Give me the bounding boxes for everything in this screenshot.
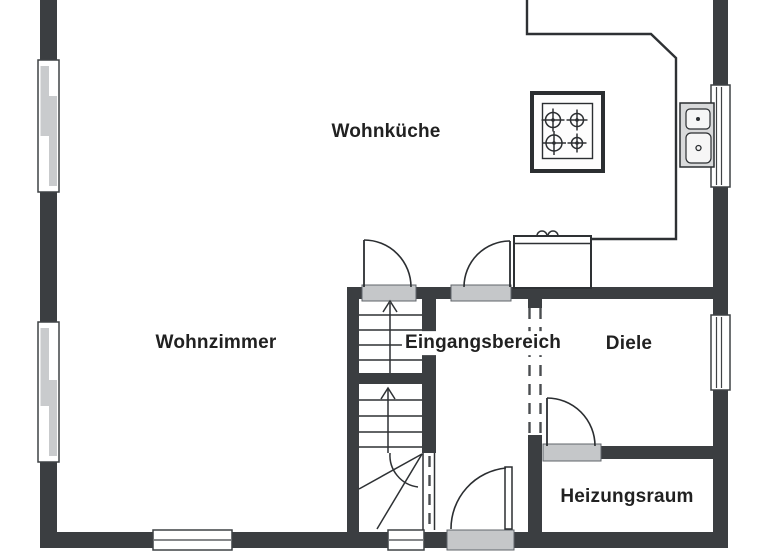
wall-right bbox=[713, 0, 728, 548]
bottom-stair-window bbox=[387, 529, 425, 551]
entrance-diele-passage bbox=[528, 308, 542, 435]
exterior-walls bbox=[40, 0, 728, 548]
wall-stair-left bbox=[347, 299, 359, 532]
kitchen-counter bbox=[513, 0, 678, 289]
wall-bottom bbox=[40, 532, 728, 548]
right-hall-window bbox=[710, 314, 731, 391]
windows bbox=[37, 59, 731, 551]
burner bbox=[566, 109, 588, 131]
wall-passage-stub bbox=[528, 299, 542, 308]
main-entrance-door bbox=[450, 466, 513, 530]
kitchen-stairs-door bbox=[363, 239, 412, 288]
kitchen-stairs-door-sill bbox=[361, 284, 417, 302]
wall-diele-heizung bbox=[528, 435, 542, 532]
heating-room-door bbox=[546, 397, 596, 447]
wall-heizung-top bbox=[601, 446, 713, 459]
bottom-living-window bbox=[152, 529, 233, 551]
burner bbox=[567, 133, 587, 153]
door-sills bbox=[361, 284, 602, 551]
kitchen-island bbox=[513, 230, 592, 289]
left-upper-window bbox=[37, 59, 60, 193]
kitchen-entrance-door-sill bbox=[450, 284, 512, 302]
room-label-heizungsraum: Heizungsraum bbox=[557, 485, 697, 509]
room-label-diele: Diele bbox=[602, 332, 656, 356]
burner bbox=[542, 131, 566, 155]
left-lower-window bbox=[37, 321, 60, 463]
sink-icon bbox=[679, 102, 715, 168]
burner bbox=[541, 108, 565, 132]
stove-icon bbox=[530, 91, 605, 173]
wall-entrance-top bbox=[347, 287, 713, 299]
wall-stair-right bbox=[422, 299, 436, 453]
room-label-eingangsbereich: Eingangsbereich bbox=[401, 331, 565, 355]
room-label-wohnkueche: Wohnküche bbox=[328, 120, 444, 144]
room-label-wohnzimmer: Wohnzimmer bbox=[152, 331, 280, 355]
staircase-with-winders bbox=[358, 299, 423, 530]
right-kitchen-window bbox=[710, 84, 731, 188]
wall-stair-separator bbox=[347, 373, 422, 384]
under-stair-passage bbox=[422, 453, 436, 530]
heating-room-door-sill bbox=[542, 443, 602, 462]
main-entrance-door-sill bbox=[446, 529, 515, 551]
kitchen-entrance-door bbox=[463, 240, 511, 288]
